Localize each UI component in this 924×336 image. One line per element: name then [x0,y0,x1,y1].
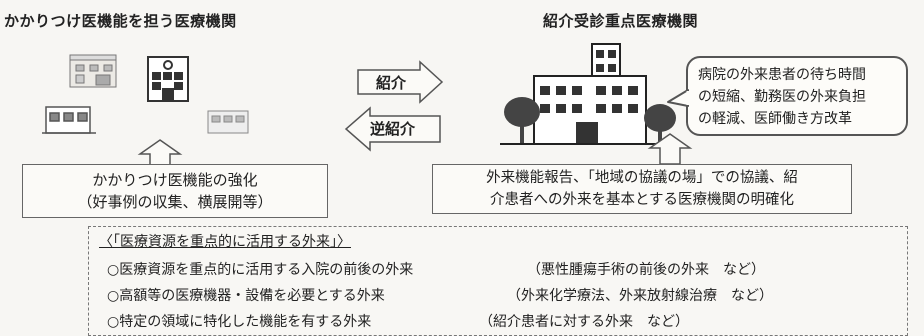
left-title: かかりつけ医機能を担う医療機関 [4,12,237,30]
referral-label: 紹介 [376,74,407,92]
reverse-referral-label: 逆紹介 [370,120,416,138]
right-box-line-2: 介患者への外来を基本とする医療機関の明確化 [489,192,795,208]
left-info-box: かかりつけ医機能の強化 （好事例の収集、横展開等） [22,164,328,218]
outpatient-item: ○医療資源を重点的に活用する入院の前後の外来 （悪性腫瘍手術の前後の外来 など） [107,257,765,283]
clinics-illustration [42,54,249,134]
right-info-box: 外来機能報告、「地域の協議の場」での協議、紹 介患者への外来を基本とする医療機関… [432,164,852,214]
right-box-line-1: 外来機能報告、「地域の協議の場」での協議、紹 [486,170,798,186]
outpatient-item-example: （紹介患者に対する外来 など） [479,314,689,330]
outpatient-item: ○特定の領域に特化した機能を有する外来 （紹介患者に対する外来 など） [107,309,689,335]
referral-arrow [357,60,444,104]
hospital-illustration [500,43,680,145]
reverse-referral-arrow [344,106,441,152]
left-box-line-1: かかりつけ医機能の強化 [92,171,258,189]
callout-tail [667,89,690,107]
outpatient-item-example: （悪性腫瘍手術の前後の外来 など） [527,262,765,278]
left-box-line-2: （好事例の収集、横展開等） [77,193,273,211]
callout-line-2: の短縮、勤務医の外来負担 [698,89,866,105]
callout-bubble: 病院の外来患者の待ち時間 の短縮、勤務医の外来負担 の軽減、医師働き方改革 [686,56,908,136]
up-arrow-right [647,133,693,165]
outpatient-heading: 〈「医療資源を重点的に活用する外来」〉 [99,234,351,250]
callout-line-3: の軽減、医師働き方改革 [698,111,852,127]
outpatient-item-example: （外来化学療法、外来放射線治療 など） [507,288,773,304]
outpatient-item-main: ○高額等の医療機器・設備を必要とする外来 [107,288,385,304]
callout-line-1: 病院の外来患者の待ち時間 [698,67,866,83]
hospital-icon [147,56,189,102]
right-title: 紹介受診重点医療機関 [543,12,699,30]
outpatient-item-main: ○特定の領域に特化した機能を有する外来 [107,314,372,330]
outpatient-box: 〈「医療資源を重点的に活用する外来」〉 ○医療資源を重点的に活用する入院の前後の… [88,226,908,336]
outpatient-item-main: ○医療資源を重点的に活用する入院の前後の外来 [107,262,414,278]
clinic-icon [69,54,117,88]
outpatient-item: ○高額等の医療機器・設備を必要とする外来 （外来化学療法、外来放射線治療 など） [107,283,773,309]
small-clinic-icon [207,110,249,134]
building-icon [42,106,96,134]
